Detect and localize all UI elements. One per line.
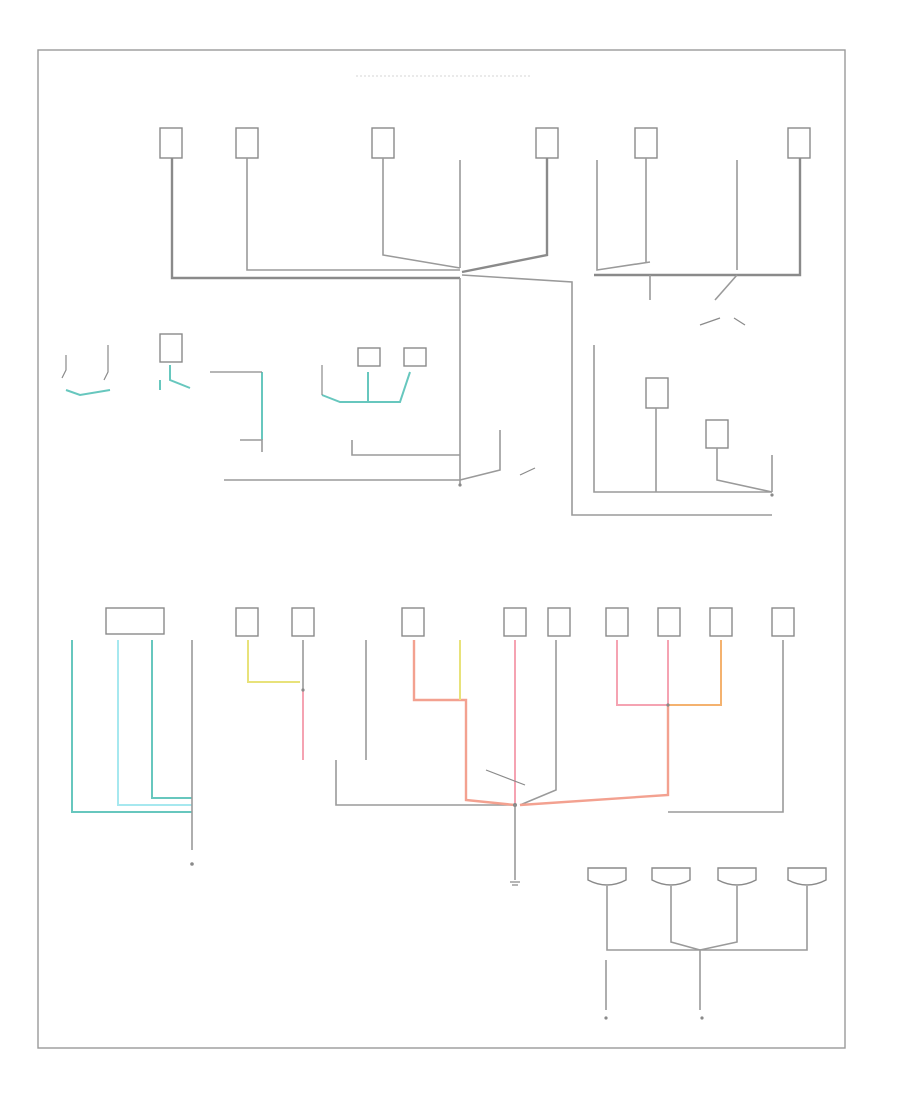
component-box bbox=[105, 607, 165, 635]
component-box bbox=[535, 127, 559, 159]
top-components bbox=[159, 127, 811, 159]
wire bbox=[485, 769, 526, 786]
wire bbox=[240, 439, 263, 452]
wire bbox=[593, 345, 772, 493]
wire bbox=[596, 160, 651, 271]
wire bbox=[668, 640, 722, 706]
wire bbox=[151, 640, 192, 799]
component-box bbox=[705, 419, 729, 449]
lower-wires-center bbox=[335, 640, 670, 886]
splice-node bbox=[301, 688, 305, 692]
wire bbox=[246, 158, 460, 271]
component-box bbox=[787, 127, 811, 159]
wire bbox=[700, 886, 808, 951]
wire bbox=[519, 640, 557, 806]
component-box bbox=[159, 333, 183, 363]
ground-node bbox=[700, 1016, 704, 1020]
component-box bbox=[547, 607, 571, 637]
wire bbox=[714, 274, 738, 301]
splice-node bbox=[513, 803, 517, 807]
wire bbox=[461, 158, 549, 274]
middle-components bbox=[159, 333, 729, 449]
component-box bbox=[291, 607, 315, 637]
wire bbox=[668, 640, 784, 813]
switch bbox=[733, 317, 746, 326]
switch bbox=[519, 467, 536, 476]
ground-node bbox=[770, 493, 774, 497]
wire bbox=[461, 274, 772, 516]
wire bbox=[459, 430, 501, 481]
wire bbox=[335, 760, 515, 806]
diagram-border bbox=[37, 49, 846, 1049]
wire bbox=[170, 158, 460, 280]
component-box bbox=[235, 607, 259, 637]
wire bbox=[670, 886, 701, 951]
wire bbox=[321, 371, 411, 403]
lamp bbox=[787, 867, 827, 886]
component-box bbox=[235, 127, 259, 159]
component-box bbox=[634, 127, 658, 159]
ground-node bbox=[458, 483, 462, 487]
wire bbox=[699, 886, 738, 951]
wire bbox=[716, 448, 773, 493]
component-box bbox=[657, 607, 681, 637]
wire bbox=[71, 640, 192, 813]
switch bbox=[103, 345, 109, 381]
wire bbox=[169, 365, 191, 389]
lamp bbox=[717, 867, 757, 886]
wire bbox=[412, 640, 516, 807]
component-box bbox=[709, 607, 733, 637]
component-box bbox=[503, 607, 527, 637]
lower-wires-right bbox=[616, 640, 784, 813]
component-box bbox=[403, 347, 427, 367]
ground-symbol bbox=[510, 881, 520, 886]
component-box bbox=[357, 347, 381, 367]
wire bbox=[519, 705, 670, 807]
wire bbox=[594, 158, 802, 277]
component-box bbox=[371, 127, 395, 159]
wire bbox=[382, 158, 461, 269]
component-box bbox=[159, 127, 183, 159]
wire bbox=[65, 389, 111, 397]
ground-node bbox=[190, 862, 194, 866]
splice-node bbox=[666, 703, 670, 707]
wire bbox=[247, 640, 300, 683]
bottom-right-components bbox=[587, 867, 827, 886]
component-box bbox=[605, 607, 629, 637]
lamp bbox=[651, 867, 691, 886]
wire bbox=[351, 440, 460, 456]
middle-wires bbox=[61, 317, 774, 497]
switch bbox=[699, 317, 721, 326]
bottom-right-wires bbox=[604, 886, 808, 1020]
ground-node bbox=[604, 1016, 608, 1020]
lower-wires-left bbox=[71, 640, 305, 866]
switch bbox=[61, 355, 67, 379]
wire bbox=[117, 640, 192, 806]
component-box bbox=[771, 607, 795, 637]
component-box bbox=[401, 607, 425, 637]
lower-components bbox=[105, 607, 795, 637]
wire bbox=[606, 886, 700, 951]
top-wires bbox=[170, 158, 802, 516]
lamp bbox=[587, 867, 627, 886]
component-box bbox=[645, 377, 669, 409]
wire bbox=[616, 640, 668, 706]
